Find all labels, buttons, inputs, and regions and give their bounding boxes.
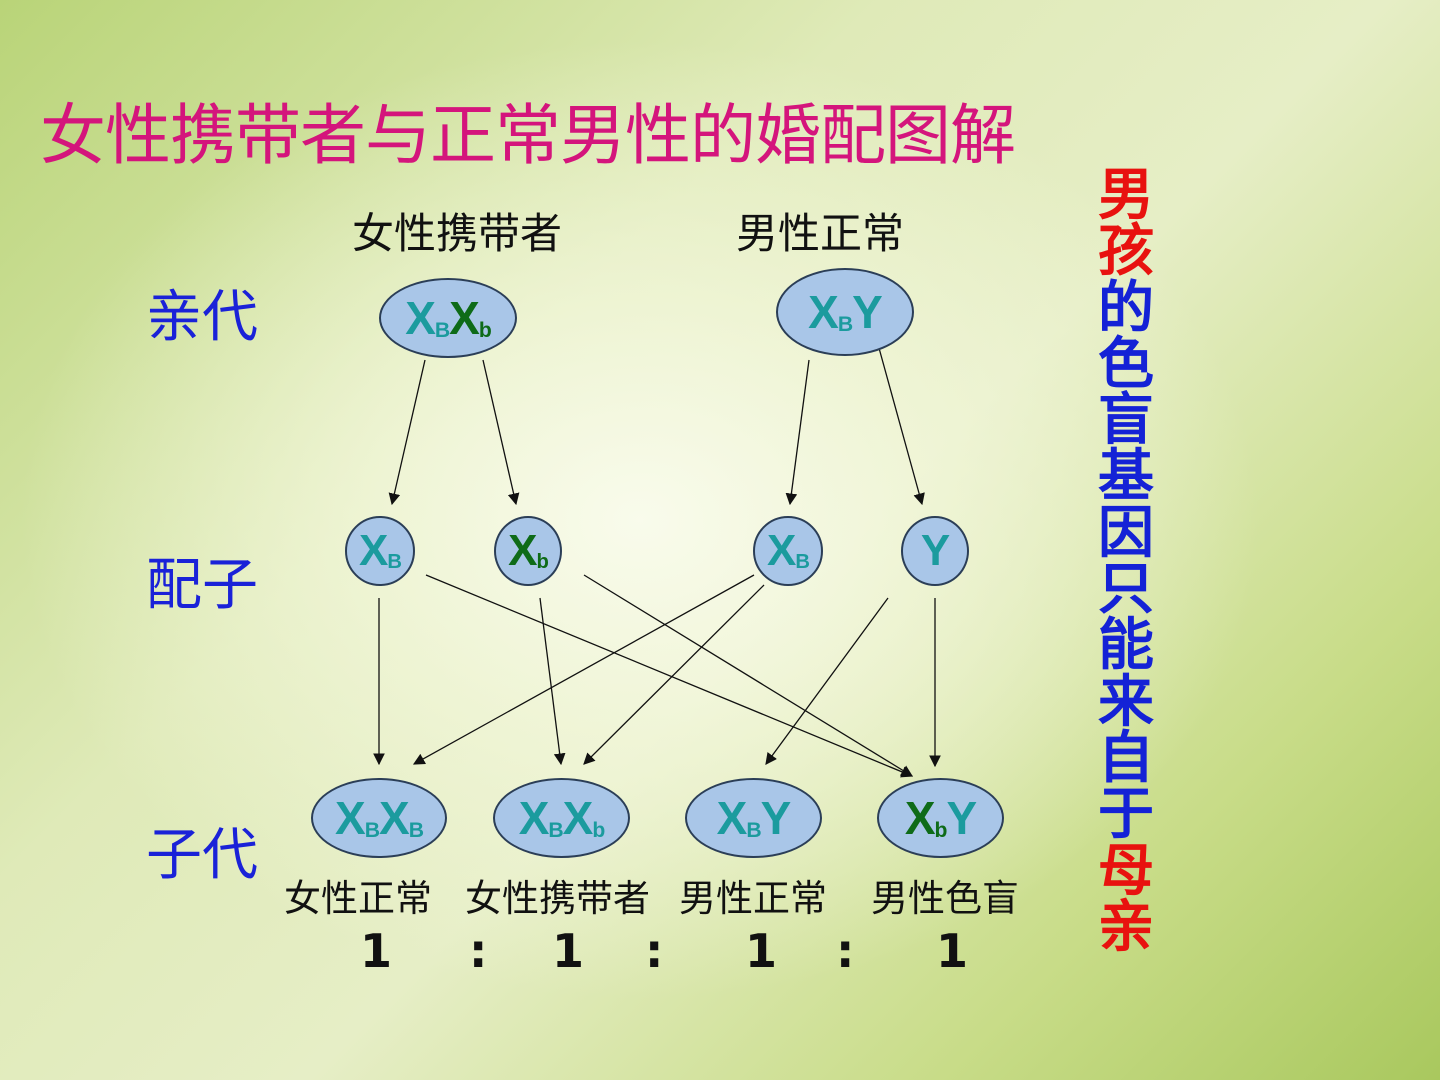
ratio-colon-3: : <box>836 924 855 978</box>
side-note-char: 母 <box>1098 838 1154 904</box>
side-note-char: 基 <box>1098 444 1154 510</box>
parent-generation-label: 亲代 <box>146 285 258 350</box>
gamete-genotype: XB <box>359 526 402 576</box>
side-note-char: 来 <box>1098 669 1154 735</box>
side-note-char: 因 <box>1098 500 1154 566</box>
gamete-genotype: Y <box>920 526 950 576</box>
arrow-fXB-to-offspring-1 <box>412 574 755 765</box>
male-parent-label: 男性正常 <box>736 209 905 258</box>
gamete-genotype: Xb <box>508 526 549 576</box>
arrow-father-to-gamete-XB <box>785 359 810 506</box>
allele-Xb: Xb <box>904 792 948 844</box>
side-note-vertical: 男孩的色盲基因只能来自于母亲 <box>1096 163 1156 960</box>
offspring-label-2: 女性携带者 <box>465 877 650 920</box>
allele-Xb: Xb <box>508 526 549 575</box>
arrow-Y-to-offspring-3 <box>765 597 889 765</box>
side-note-char: 盲 <box>1098 388 1154 454</box>
allele-XB: XB <box>335 792 380 844</box>
arrow-mother-to-gamete-XB <box>388 359 426 506</box>
allele-XB: XB <box>767 526 810 575</box>
female-parent-label: 女性携带者 <box>352 209 563 258</box>
offspring-label-3: 男性正常 <box>679 877 827 920</box>
page-title: 女性携带者与正常男性的婚配图解 <box>40 97 1016 174</box>
arrow-Xb-to-offspring-2 <box>539 597 566 766</box>
ratio-colon-2: : <box>645 924 664 978</box>
side-note-char: 男 <box>1098 163 1154 228</box>
gamete-father-Y: Y <box>901 516 969 586</box>
gamete-mother-XB: XB <box>345 516 415 586</box>
side-note-char: 能 <box>1098 613 1154 679</box>
arrow-fXB-to-offspring-2 <box>583 584 765 765</box>
allele-Y: Y <box>920 526 950 575</box>
allele-XB: XB <box>359 526 402 575</box>
arrow-XB-to-offspring-3 <box>425 574 914 778</box>
ratio-value-3: 1 <box>745 924 778 978</box>
gamete-mother-Xb: Xb <box>494 516 562 586</box>
ratio-value-2: 1 <box>552 924 585 978</box>
arrow-Xb-to-offspring-4 <box>583 574 913 777</box>
side-note-char: 的 <box>1098 275 1154 341</box>
allele-Y: Y <box>760 792 792 844</box>
arrow-father-to-gamete-Y <box>878 347 925 506</box>
allele-XB: XB <box>518 792 564 844</box>
side-note-char: 孩 <box>1098 219 1154 285</box>
arrow-mother-to-gamete-Xb <box>482 359 520 506</box>
side-note-char: 自 <box>1098 725 1154 791</box>
allele-XB: XB <box>379 792 424 844</box>
gamete-father-XB: XB <box>753 516 823 586</box>
ratio-colon-1: : <box>469 924 488 978</box>
side-note-char: 只 <box>1098 557 1154 623</box>
gamete-generation-label: 配子 <box>146 553 258 618</box>
side-note-char: 色 <box>1098 331 1154 397</box>
allele-Xb: Xb <box>562 792 606 844</box>
allele-Xb: Xb <box>449 292 492 344</box>
ratio-value-1: 1 <box>360 924 393 978</box>
side-note-char: 亲 <box>1098 894 1154 960</box>
offspring-generation-label: 子代 <box>146 823 258 888</box>
side-note-char: 于 <box>1098 782 1154 848</box>
allele-XB: XB <box>808 286 853 338</box>
offspring-label-1: 女性正常 <box>284 877 432 920</box>
ratio-value-4: 1 <box>936 924 969 978</box>
allele-Y: Y <box>852 286 883 338</box>
allele-XB: XB <box>405 292 450 344</box>
allele-Y: Y <box>946 792 977 844</box>
gamete-genotype: XB <box>767 526 810 576</box>
allele-XB: XB <box>716 792 762 844</box>
offspring-label-4: 男性色盲 <box>871 877 1019 920</box>
